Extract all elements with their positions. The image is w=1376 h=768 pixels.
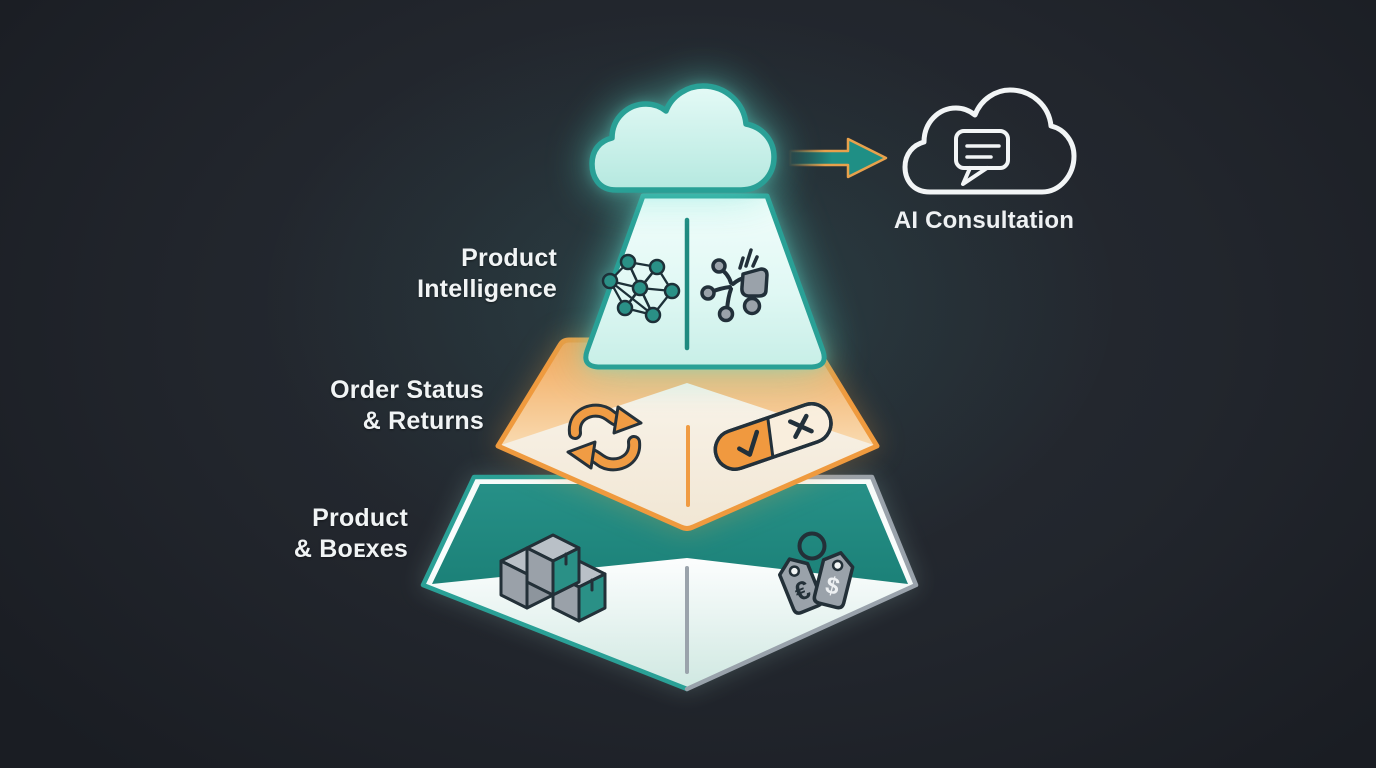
approve-reject-pill-icon bbox=[713, 402, 833, 471]
label-ai-consultation: AI Consultation bbox=[893, 207, 1075, 234]
bubble-lines bbox=[965, 144, 1001, 159]
returns-cycle-icon bbox=[566, 403, 643, 472]
neural-network-icon bbox=[601, 253, 681, 324]
check-mark bbox=[737, 429, 760, 457]
label-product-boxes: Product & Boᴇxes bbox=[293, 504, 408, 563]
insight-branch-icon bbox=[700, 248, 769, 323]
flow-arrow-icon bbox=[788, 137, 888, 179]
funnel-body bbox=[583, 193, 827, 370]
layer-product-boxes: € $ bbox=[420, 474, 919, 692]
bubble-tail bbox=[961, 166, 989, 186]
emphasis-lines bbox=[738, 248, 759, 270]
layer-product-intelligence bbox=[583, 193, 827, 370]
cloud-chat-icon bbox=[902, 87, 1077, 195]
cross-mark bbox=[788, 413, 814, 439]
pyramid-cloud-icon bbox=[589, 83, 777, 193]
stacked-boxes-icon bbox=[499, 533, 607, 623]
label-product-intelligence: Product Intelligence bbox=[417, 244, 557, 303]
price-tags-icon: € $ bbox=[777, 531, 855, 615]
label-order-status-returns: Order Status & Returns bbox=[330, 376, 484, 435]
